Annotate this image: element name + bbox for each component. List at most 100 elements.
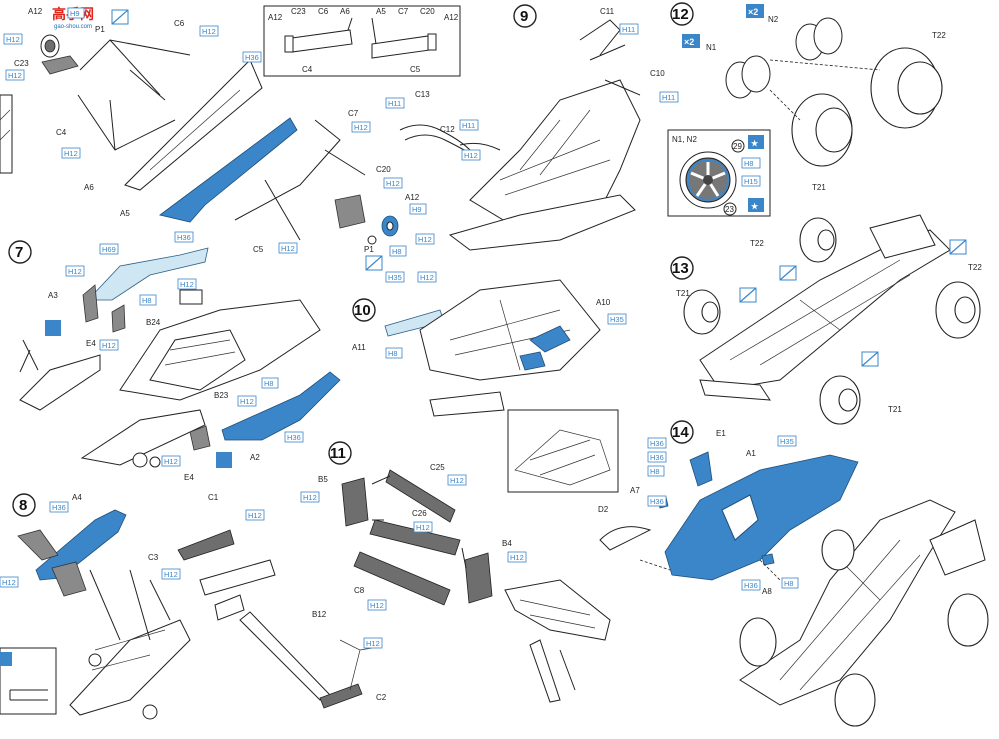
finished-tyre-fl — [739, 617, 777, 667]
part-label: A10 — [596, 298, 611, 307]
svg-text:H12: H12 — [64, 149, 78, 158]
svg-text:H12: H12 — [510, 553, 524, 562]
svg-text:H12: H12 — [102, 341, 116, 350]
wing-c8 — [353, 551, 451, 606]
part-label: C11 — [600, 7, 615, 16]
svg-text:29: 29 — [733, 142, 742, 151]
engine-cover-panel — [87, 247, 209, 301]
part-label: A5 — [376, 7, 386, 16]
svg-text:23: 23 — [725, 205, 734, 214]
svg-text:H35: H35 — [780, 437, 794, 446]
svg-text:H8: H8 — [392, 247, 402, 256]
step-11: 11 B5 C25 C26 C8 B4 H12 H12 H12 H12 H12 — [300, 441, 611, 703]
finished-rear-wing — [929, 519, 986, 576]
part-label: B24 — [146, 318, 161, 327]
part-label: T22 — [750, 239, 764, 248]
svg-text:H36: H36 — [744, 581, 758, 590]
part-label: B23 — [214, 391, 229, 400]
rear-arm-c5 — [234, 119, 341, 221]
part-label: T21 — [888, 405, 902, 414]
step10-inset — [507, 409, 619, 493]
svg-text:H36: H36 — [650, 439, 664, 448]
svg-text:H8: H8 — [744, 159, 754, 168]
part-label: E1 — [716, 429, 726, 438]
part-label: C1 — [208, 493, 219, 502]
part-e1 — [689, 451, 713, 487]
svg-text:H36: H36 — [650, 453, 664, 462]
svg-text:H12: H12 — [450, 476, 464, 485]
floor-panel-a2 — [221, 371, 341, 441]
part-label: C2 — [376, 693, 387, 702]
suspension-assembly: A12 P1 C23 C4 A6 A5 C6 C7 C5 C20 A12 P1 … — [3, 7, 435, 271]
finished-tyre-rl — [834, 673, 876, 727]
step-14-marker — [670, 420, 694, 444]
part-label: E4 — [86, 339, 96, 348]
part-c1 — [177, 529, 235, 561]
svg-text:H11: H11 — [622, 25, 635, 34]
rear-upright — [334, 194, 366, 229]
part-label: C12 — [440, 125, 455, 134]
part-label: A12 — [268, 13, 283, 22]
part-label: P1 — [364, 245, 374, 254]
part-label: C6 — [174, 19, 185, 28]
front-wing-assembly: H12 H12 — [177, 509, 383, 709]
step-13: 13 T22 T22 T21 T21 — [670, 214, 982, 425]
part-label: A7 — [630, 486, 640, 495]
endplate-b4 — [464, 552, 493, 604]
part-a8 — [761, 553, 775, 566]
part-label: A1 — [746, 449, 756, 458]
svg-text:H12: H12 — [2, 578, 16, 587]
svg-text:×2: ×2 — [684, 37, 694, 47]
part-b12 — [239, 611, 331, 701]
cockpit-opening — [721, 494, 759, 541]
multiplier-badge — [682, 34, 700, 48]
part-label: C25 — [430, 463, 445, 472]
part-label: N2 — [768, 15, 779, 24]
step-8-marker — [12, 493, 36, 517]
pin-p1 — [367, 235, 377, 245]
svg-text:★: ★ — [751, 202, 759, 211]
svg-text:H9: H9 — [70, 9, 80, 18]
svg-text:7: 7 — [15, 244, 23, 261]
part-label: C3 — [148, 553, 159, 562]
part-label: C4 — [56, 128, 67, 137]
svg-text:H12: H12 — [366, 639, 380, 648]
paint-symbol-icon — [216, 452, 232, 468]
star-symbol-icon — [748, 135, 764, 149]
upright-part — [41, 55, 79, 75]
svg-text:H12: H12 — [6, 35, 20, 44]
chassis-side-a6 — [124, 59, 263, 191]
part-label: C26 — [412, 509, 427, 518]
lower-arm-c4 — [77, 94, 176, 151]
step-13-marker — [670, 256, 694, 280]
upper-arm-link — [109, 39, 161, 96]
front-wing-body — [699, 379, 771, 401]
svg-text:H8: H8 — [650, 467, 660, 476]
svg-text:H12: H12 — [164, 570, 178, 579]
svg-text:12: 12 — [672, 6, 689, 23]
engine-block — [149, 329, 246, 391]
left-edge-fragments — [0, 94, 13, 174]
part-label: A6 — [340, 7, 350, 16]
svg-text:8: 8 — [19, 497, 27, 514]
svg-text:H8: H8 — [264, 379, 274, 388]
svg-text:H12: H12 — [386, 179, 400, 188]
svg-text:11: 11 — [330, 445, 346, 462]
part-label: A12 — [444, 13, 459, 22]
finished-tyre-fr — [821, 529, 855, 571]
part-label: C23 — [291, 7, 306, 16]
multiplier-badge — [746, 4, 764, 18]
part-label: C13 — [415, 90, 430, 99]
svg-text:×2: ×2 — [748, 7, 758, 17]
part-label: N1 — [706, 43, 717, 52]
endplate-b5 — [341, 477, 369, 527]
svg-text:H12: H12 — [416, 523, 430, 532]
upper-arm-c6 — [79, 39, 191, 71]
svg-text:H36: H36 — [287, 433, 301, 442]
step-10-marker — [352, 298, 376, 322]
step-9: 9 C11 C10 C13 C12 H11 H11 H11 H11 H12 — [385, 4, 679, 251]
part-a10 — [529, 325, 571, 353]
lower-arm-link — [109, 99, 116, 151]
svg-text:H36: H36 — [245, 53, 259, 62]
